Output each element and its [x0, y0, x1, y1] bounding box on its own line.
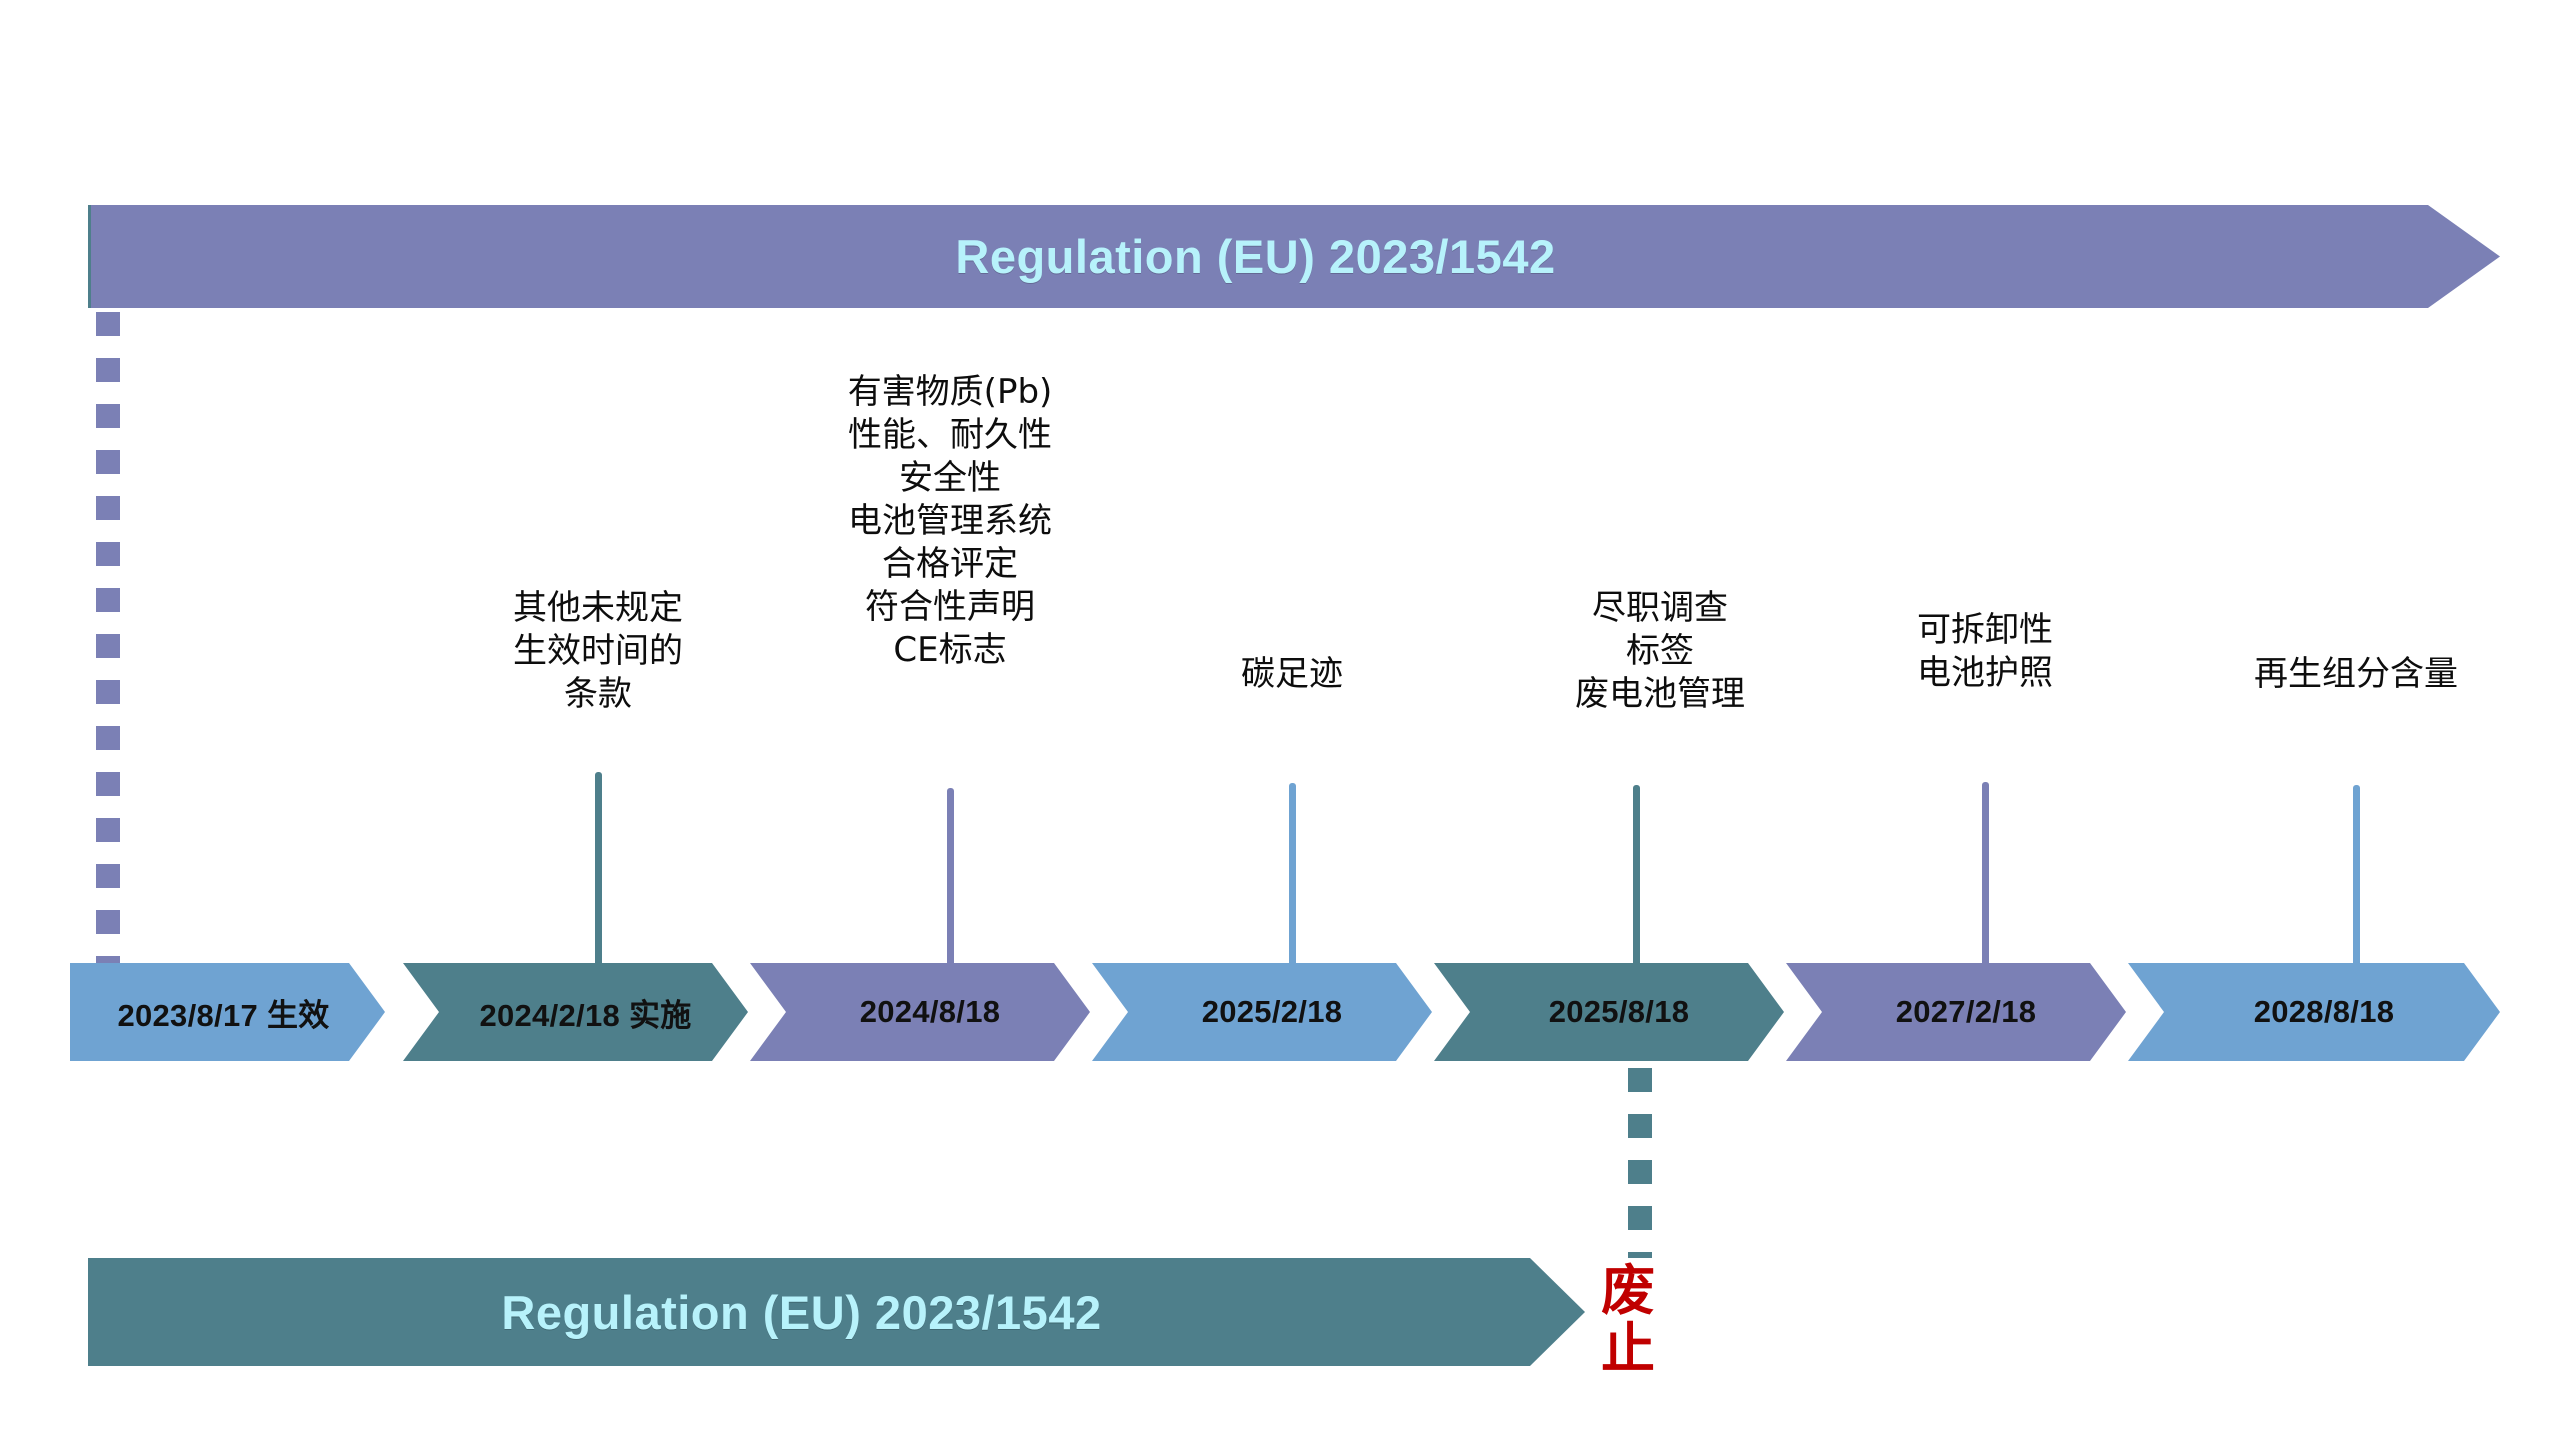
- milestone-connector-stem: [1982, 782, 1989, 969]
- requirement-line: 性能、耐久性: [848, 415, 1052, 455]
- milestone-connector-stem: [1289, 783, 1296, 969]
- dotted-connector-repeal: [1628, 1068, 1652, 1258]
- requirement-line: 合格评定: [882, 544, 1018, 584]
- bottom-regulation-banner: Regulation (EU) 2023/1542: [88, 1258, 1585, 1366]
- top-banner-title: Regulation (EU) 2023/1542: [955, 230, 1556, 283]
- requirement-line: 碳足迹: [1241, 654, 1343, 694]
- dotted-connector-entry-into-force: [96, 312, 120, 972]
- requirement-line: 尽职调查: [1592, 588, 1728, 628]
- timeline-milestone-chevron[interactable]: 2025/2/18: [1092, 963, 1432, 1061]
- timeline-milestone-chevron[interactable]: 2024/2/18 实施: [403, 963, 748, 1061]
- repeal-label: 废 止: [1595, 1262, 1661, 1378]
- requirement-line: 可拆卸性: [1917, 610, 2053, 650]
- timeline-milestone-chevron[interactable]: 2028/8/18: [2128, 963, 2500, 1061]
- requirement-line: 电池护照: [1917, 653, 2053, 693]
- requirement-line: 安全性: [899, 458, 1001, 498]
- milestone-connector-stem: [947, 788, 954, 969]
- timeline-milestone-chevron[interactable]: 2027/2/18: [1786, 963, 2126, 1061]
- requirement-line: 再生组分含量: [2254, 654, 2458, 694]
- milestone-date-label: 2023/8/17 生效: [117, 997, 330, 1033]
- timeline-milestone-chevron[interactable]: 2023/8/17 生效: [70, 963, 385, 1061]
- milestone-date-label: 2025/2/18: [1201, 994, 1343, 1029]
- repeal-char-2: 止: [1601, 1317, 1655, 1380]
- timeline-milestone-chevron[interactable]: 2024/8/18: [750, 963, 1090, 1061]
- milestone-date-label: 2024/2/18 实施: [479, 997, 692, 1033]
- requirement-line: 符合性声明: [865, 587, 1035, 627]
- requirement-line: 废电池管理: [1575, 674, 1745, 714]
- milestone-date-label: 2027/2/18: [1895, 994, 2037, 1029]
- milestone-date-label: 2028/8/18: [2253, 994, 2395, 1029]
- requirement-line: 有害物质(Pb): [847, 372, 1053, 412]
- requirement-line: CE标志: [893, 630, 1007, 670]
- milestone-connector-stem: [595, 772, 602, 969]
- requirement-line: 条款: [564, 674, 632, 714]
- requirement-line: 标签: [1626, 631, 1694, 671]
- repeal-char-1: 废: [1601, 1259, 1655, 1322]
- milestone-date-label: 2025/8/18: [1548, 994, 1690, 1029]
- requirement-line: 生效时间的: [513, 631, 683, 671]
- timeline-milestone-chevron[interactable]: 2025/8/18: [1434, 963, 1784, 1061]
- milestone-connector-stem: [1633, 785, 1640, 969]
- bottom-banner-title: Regulation (EU) 2023/1542: [501, 1285, 1102, 1339]
- timeline-chevron-row: 2023/8/17 生效 2024/2/18 实施 2024/8/18 2025/2/…: [0, 963, 2560, 1061]
- milestone-date-label: 2024/8/18: [859, 994, 1001, 1029]
- requirement-line: 其他未规定: [513, 588, 683, 628]
- top-regulation-banner: Regulation (EU) 2023/1542: [88, 205, 2500, 308]
- milestone-connector-stem: [2353, 785, 2360, 969]
- requirement-line: 电池管理系统: [848, 501, 1052, 541]
